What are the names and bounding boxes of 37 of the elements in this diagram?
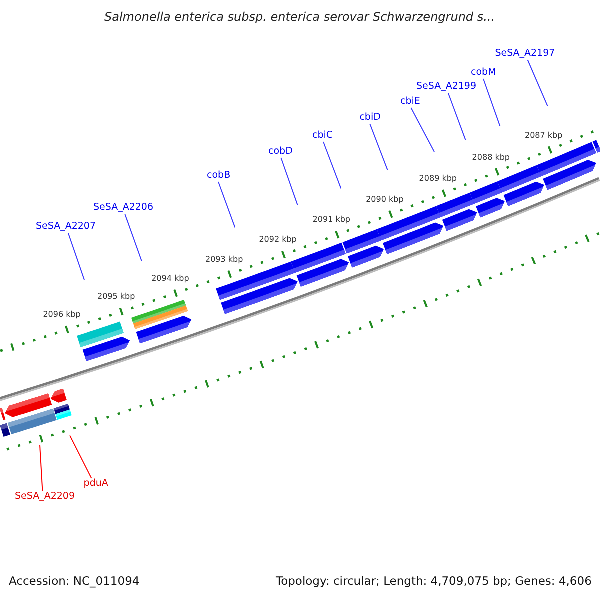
gene-label: SeSA_A2209 bbox=[15, 492, 76, 502]
tick-label: 2088 kbp bbox=[472, 152, 510, 162]
leader-line bbox=[40, 444, 44, 492]
leader-line bbox=[280, 158, 298, 206]
tick-label: 2095 kbp bbox=[98, 292, 136, 302]
leader-line bbox=[323, 142, 342, 190]
footer-text: Topology: circular; Length: 4,709,075 bp; Genes: 4,606 bbox=[276, 575, 592, 588]
gene-label: cbiD bbox=[360, 112, 381, 124]
gene-label: SeSA_A2199 bbox=[416, 82, 477, 93]
leader-line bbox=[410, 108, 435, 152]
leader-line bbox=[448, 93, 466, 141]
tick-label: 2093 kbp bbox=[206, 254, 244, 264]
tick-label: 2092 kbp bbox=[259, 235, 297, 245]
tick-label: 2090 kbp bbox=[366, 195, 404, 204]
gene-label: pduA bbox=[84, 479, 108, 490]
map-title: Salmonella enterica subsp. enterica serovar Schwarzengrund s... bbox=[104, 11, 496, 25]
leader-line bbox=[124, 214, 142, 262]
gene-label: cobD bbox=[268, 146, 293, 158]
gene-label: cobM bbox=[471, 68, 496, 78]
leader-line bbox=[370, 124, 388, 171]
leader-line bbox=[483, 78, 501, 127]
leader-line bbox=[218, 182, 236, 228]
leader-line bbox=[70, 435, 92, 479]
tick-label: 2091 kbp bbox=[312, 215, 350, 225]
tick-label: 2096 kbp bbox=[43, 310, 81, 320]
tick-label: 2087 kbp bbox=[525, 130, 563, 140]
leader-line bbox=[68, 233, 85, 280]
gene-label: SeSA_A2197 bbox=[495, 48, 556, 60]
gene-label: cbiC bbox=[312, 130, 334, 142]
gene-label: cbiE bbox=[400, 96, 420, 108]
gene-label: cobB bbox=[207, 170, 231, 182]
tick-label: 2089 kbp bbox=[419, 174, 457, 184]
tick-label: 2094 kbp bbox=[152, 274, 190, 283]
gene-label: SeSA_A2206 bbox=[94, 203, 154, 214]
gene-label: SeSA_A2207 bbox=[36, 222, 96, 233]
leader-line bbox=[527, 60, 548, 107]
footer-text: Accession: NC_011094 bbox=[9, 575, 140, 588]
